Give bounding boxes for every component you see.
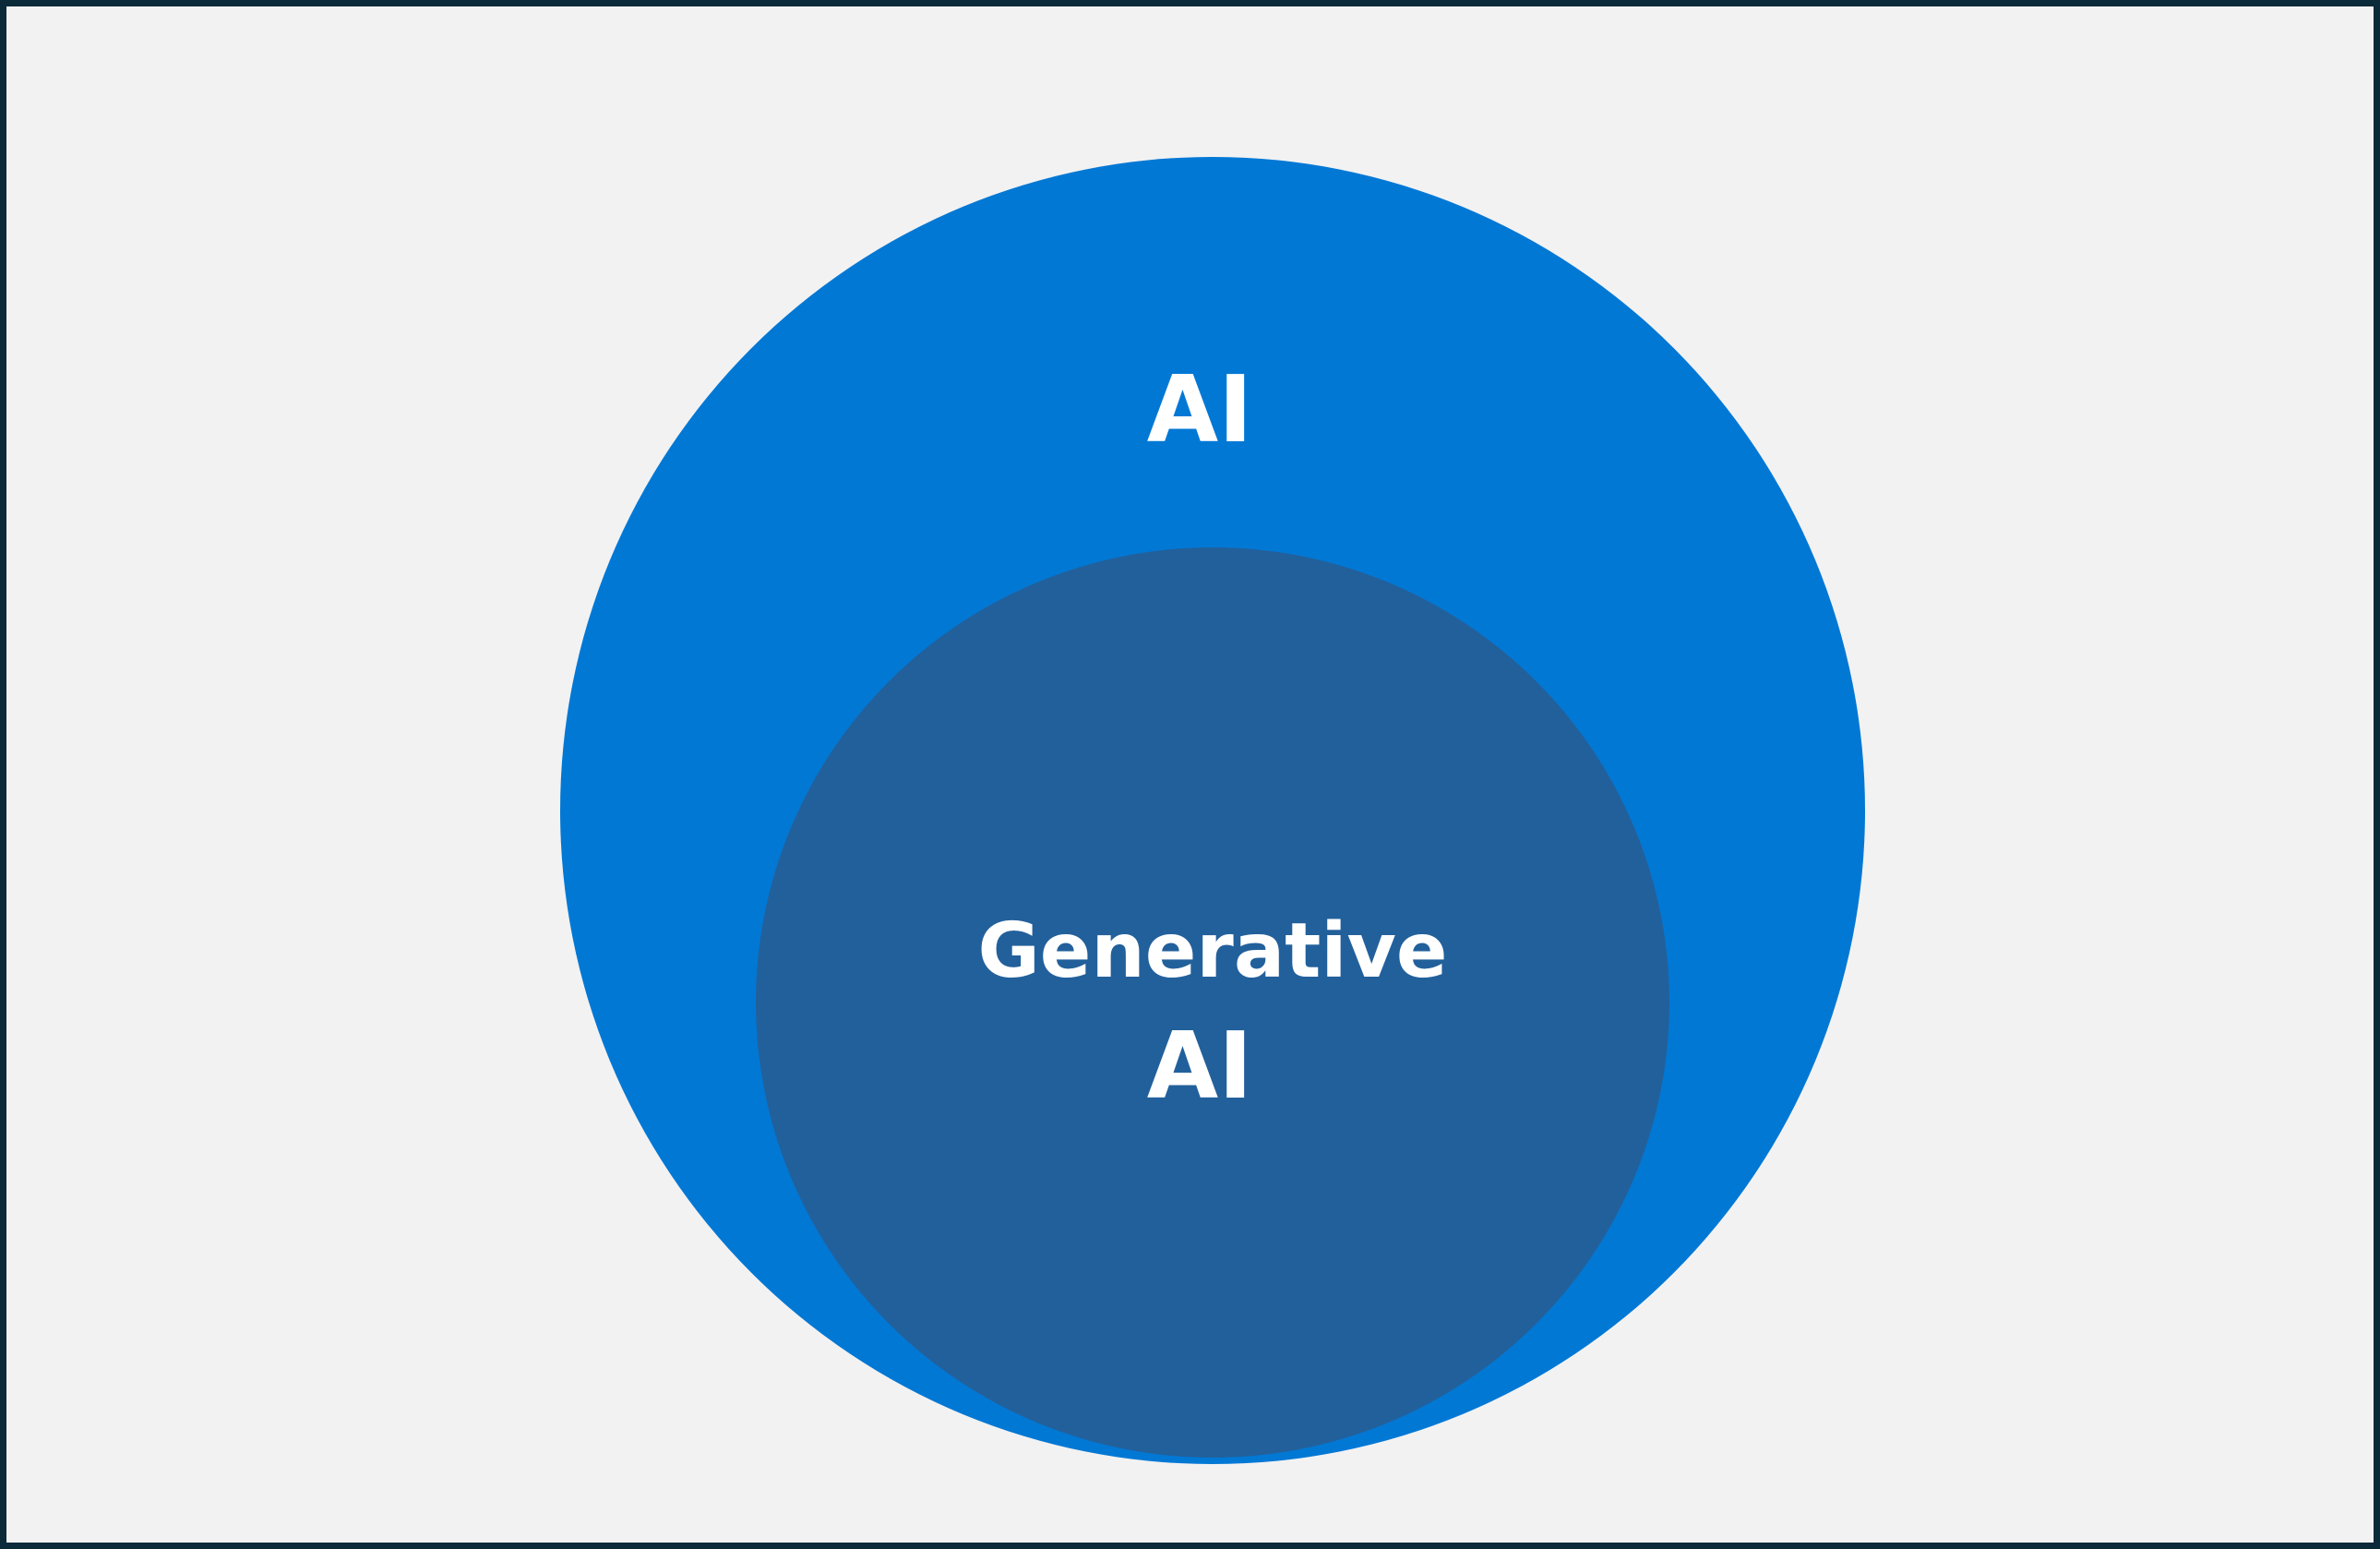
inner-circle-label-line2: AI xyxy=(1147,1012,1253,1120)
outer-circle-label: AI xyxy=(1147,355,1253,463)
inner-circle-label-line1: Generative xyxy=(977,907,1447,995)
inner-circle-generative-ai xyxy=(756,547,1669,1458)
